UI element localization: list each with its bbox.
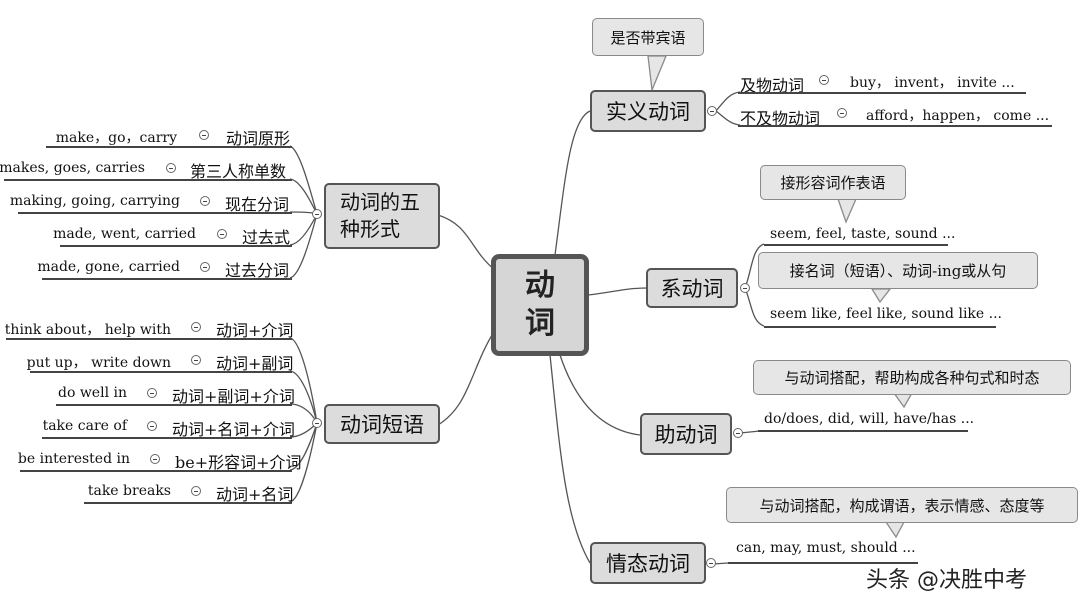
collapse-icon[interactable] [819,75,829,85]
five-forms-form: 第三人称单数 [190,162,287,181]
branch-notional-label: 实义动词 [606,100,690,124]
linking-callout-1-text: 接形容词作表语 [780,174,886,192]
collapse-icon[interactable] [191,322,201,332]
underline [6,338,292,340]
five-forms-example: make，go，carry [55,130,177,146]
collapse-icon[interactable] [200,262,210,272]
collapse-linking-icon[interactable] [740,283,750,293]
collapse-modal-icon[interactable] [706,558,716,568]
collapse-notional-icon[interactable] [707,106,717,116]
linking-callout-2: 接名词（短语）、动词-ing或从句 [758,252,1038,289]
underline [30,371,292,373]
phrase-form: 动词+副词+介词 [172,387,295,406]
underline [18,212,292,214]
five-forms-form: 过去分词 [225,261,290,280]
root-node[interactable]: 动词 [491,254,589,356]
branch-five-forms[interactable]: 动词的五种形式 [324,183,440,249]
phrase-form: 动词+名词+介词 [172,420,295,439]
phrase-example: be interested in [17,451,130,467]
five-forms-form: 过去式 [242,228,291,247]
branch-auxiliary-label: 助动词 [654,423,718,447]
underline [46,146,292,148]
linking-examples-2: seem like, feel like, sound like ... [770,306,1002,322]
underline [764,326,996,328]
watermark: 头条 @决胜中考 [866,568,1027,593]
underline [42,278,292,280]
collapse-icon[interactable] [191,355,201,365]
collapse-icon[interactable] [147,421,157,431]
phrase-form: 动词+副词 [216,354,294,373]
auxiliary-callout-text: 与动词搭配，帮助构成各种句式和时态 [784,369,1040,387]
collapse-icon[interactable] [147,388,157,398]
linking-callout-2-text: 接名词（短语）、动词-ing或从句 [789,262,1007,280]
underline [758,430,968,432]
collapse-icon[interactable] [217,229,227,239]
phrase-form: 动词+介词 [216,321,294,340]
linking-callout-1: 接形容词作表语 [760,165,906,200]
branch-five-forms-label: 动词的五种形式 [340,190,420,241]
notional-examples: afford，happen， come ... [866,108,1050,124]
underline [56,404,292,406]
phrase-example: put up， write down [26,355,171,371]
modal-callout-text: 与动词搭配，构成谓语，表示情感、态度等 [759,496,1045,515]
underline [60,245,292,247]
notional-type: 不及物动词 [740,109,821,128]
five-forms-example: made, went, carried [53,226,196,242]
collapse-auxiliary-icon[interactable] [733,428,743,438]
modal-examples: can, may, must, should ... [736,540,916,556]
phrase-example: take breaks [87,483,171,499]
phrase-form: 动词+名词 [216,485,294,504]
five-forms-example: made, gone, carried [37,259,180,275]
root-label: 动词 [525,268,555,341]
phrase-example: do well in [57,385,127,401]
underline [84,502,292,504]
underline [4,179,292,181]
linking-examples-1: seem, feel, taste, sound ... [770,226,956,242]
branch-phrases-label: 动词短语 [340,413,424,437]
underline [728,562,918,564]
branch-modal-label: 情态动词 [606,552,690,576]
underline [42,437,292,439]
underline [738,125,1052,127]
modal-callout: 与动词搭配，构成谓语，表示情感、态度等 [726,487,1078,523]
collapse-icon[interactable] [200,196,210,206]
five-forms-form: 动词原形 [226,129,291,148]
branch-notional[interactable]: 实义动词 [590,90,706,132]
collapse-five-forms-icon[interactable] [312,209,322,219]
collapse-icon[interactable] [199,130,209,140]
collapse-icon[interactable] [837,108,847,118]
collapse-icon[interactable] [191,486,201,496]
five-forms-example: making, going, carrying [9,193,180,209]
branch-auxiliary[interactable]: 助动词 [640,413,732,455]
branch-linking-label: 系动词 [660,277,724,301]
underline [20,470,292,472]
phrase-form: be+形容词+介词 [175,453,302,472]
phrase-example: think about， help with [4,322,171,338]
phrase-example: take care of [42,418,127,434]
notional-callout: 是否带宾语 [592,18,704,56]
notional-examples: buy， invent， invite ... [850,75,1015,91]
five-forms-form: 现在分词 [225,195,290,214]
branch-linking[interactable]: 系动词 [646,268,738,308]
collapse-icon[interactable] [166,163,176,173]
underline [738,92,1026,94]
five-forms-example: makes, goes, carries [0,160,145,176]
auxiliary-callout: 与动词搭配，帮助构成各种句式和时态 [753,360,1071,395]
underline [764,244,948,246]
branch-modal[interactable]: 情态动词 [590,542,706,584]
auxiliary-examples: do/does, did, will, have/has ... [764,411,975,427]
branch-phrases[interactable]: 动词短语 [324,404,440,444]
notional-type: 及物动词 [740,76,805,95]
notional-callout-text: 是否带宾语 [610,28,686,47]
collapse-phrases-icon[interactable] [312,418,322,428]
collapse-icon[interactable] [150,454,160,464]
